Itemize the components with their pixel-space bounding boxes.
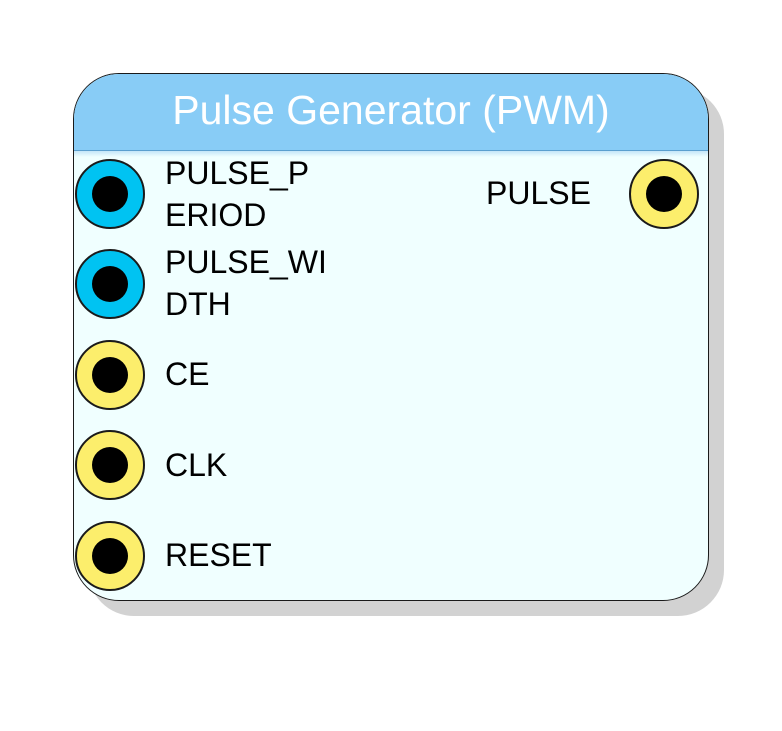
input-label-reset: RESET: [165, 537, 272, 573]
input-port-clk[interactable]: [75, 430, 145, 500]
input-label-clk: CLK: [165, 447, 228, 483]
port-connector-icon: [92, 538, 128, 574]
input-label-pulse-width: PULSE_WI DTH: [165, 244, 327, 322]
output-label-pulse: PULSE: [486, 175, 591, 211]
pulse-generator-block[interactable]: Pulse Generator (PWM): [73, 73, 709, 601]
input-port-pulse-width[interactable]: [75, 249, 145, 319]
block-title: Pulse Generator (PWM): [172, 87, 610, 133]
port-connector-icon: [92, 266, 128, 302]
port-connector-icon: [92, 176, 128, 212]
input-label-pulse-period: PULSE_P ERIOD: [165, 155, 310, 233]
port-connector-icon: [646, 176, 682, 212]
input-port-ce[interactable]: [75, 340, 145, 410]
block-header: Pulse Generator (PWM): [74, 74, 708, 157]
port-connector-icon: [92, 447, 128, 483]
input-port-pulse-period[interactable]: [75, 159, 145, 229]
port-connector-icon: [92, 357, 128, 393]
output-port-pulse[interactable]: [629, 159, 699, 229]
input-label-ce: CE: [165, 356, 210, 392]
input-port-reset[interactable]: [75, 521, 145, 591]
